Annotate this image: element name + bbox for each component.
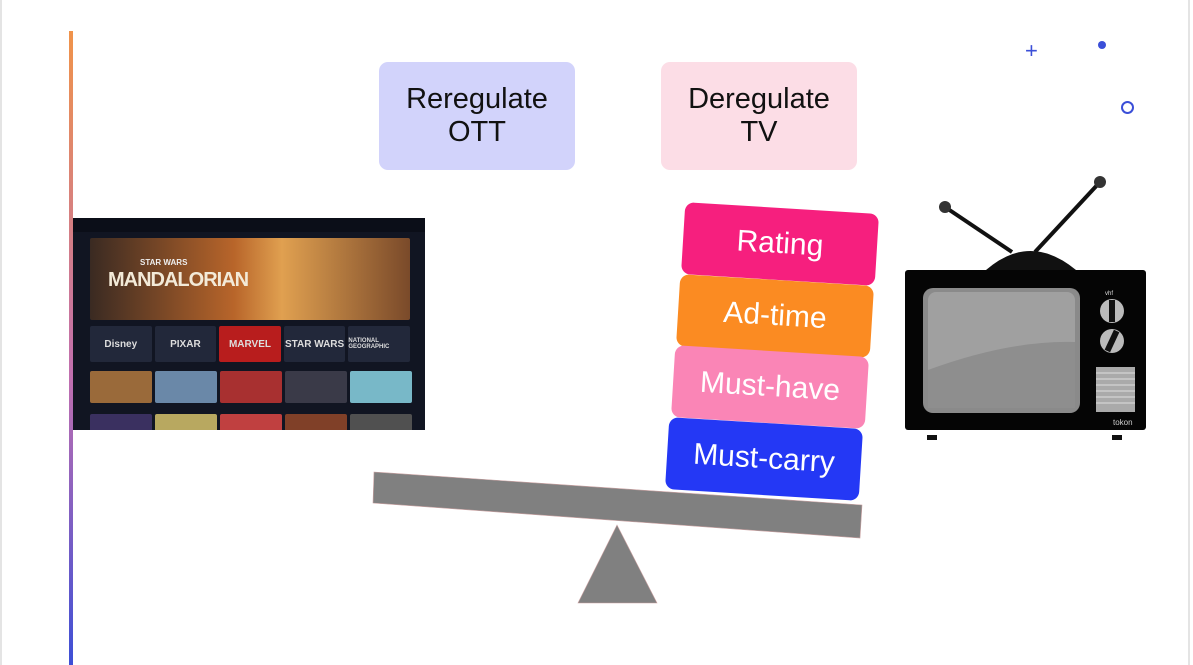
brand-tile: NATIONAL GEOGRAPHIC xyxy=(348,326,410,362)
brand-tiles: Disney PIXAR MARVEL STAR WARS NATIONAL G… xyxy=(90,326,410,362)
content-row xyxy=(90,414,420,430)
seesaw-fulcrum xyxy=(577,524,658,604)
plus-decoration-icon: + xyxy=(1025,38,1038,63)
label-line: Reregulate xyxy=(406,83,548,115)
hero-title: MANDALORIAN xyxy=(108,269,249,291)
dot-decoration-icon xyxy=(1098,41,1106,49)
seesaw-beam xyxy=(372,471,863,539)
brand-tile: MARVEL xyxy=(219,326,281,362)
label-line: Deregulate xyxy=(688,83,830,115)
brand-tile: STAR WARS xyxy=(283,326,346,362)
tv-brand: tokon xyxy=(1113,418,1133,427)
brand-tile: PIXAR xyxy=(154,326,217,362)
television-icon: tokon vhf xyxy=(905,176,1146,440)
ott-hero-banner: STAR WARS MANDALORIAN xyxy=(90,238,410,320)
circle-decoration-icon xyxy=(1121,101,1134,114)
hero-brand: STAR WARS xyxy=(140,258,188,267)
label-line: TV xyxy=(740,116,778,148)
ott-streaming-screenshot: STAR WARS MANDALORIAN Disney PIXAR MARVE… xyxy=(73,218,425,430)
content-row xyxy=(90,371,420,403)
ott-nav-bar xyxy=(73,218,425,232)
label-line: OTT xyxy=(448,116,506,148)
knob-label: vhf xyxy=(1105,291,1113,297)
accent-bar xyxy=(69,31,73,665)
brand-tile: Disney xyxy=(90,326,152,362)
